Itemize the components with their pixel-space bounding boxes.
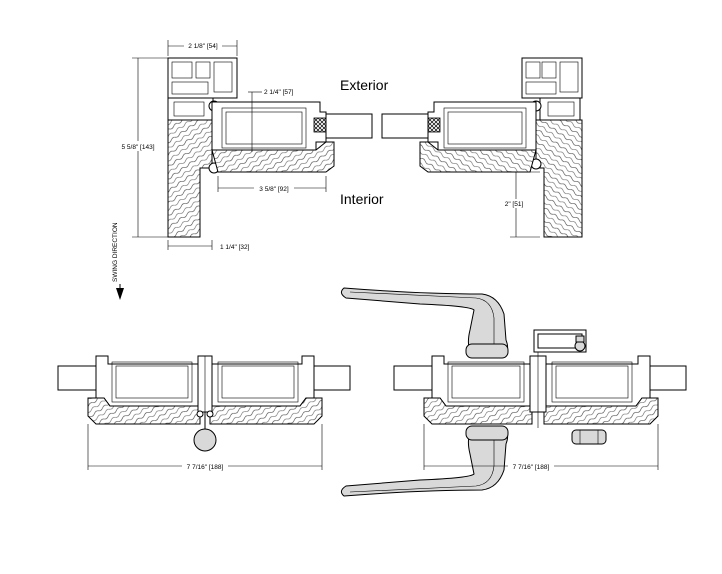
wood-jamb — [167, 119, 213, 238]
dim-glass-offset: 2 1/4" [57] — [264, 89, 294, 96]
dim-jamb-width: 1 1/4" [32] — [220, 244, 250, 251]
glazing-seal — [313, 117, 327, 133]
dim-sill-height: 2" [51] — [505, 201, 524, 208]
interior-label: Interior — [340, 191, 384, 207]
glass-pane — [325, 113, 373, 139]
door-knob-icon — [193, 428, 217, 452]
dim-right-overall: 7 7/16" [188] — [513, 464, 550, 471]
frame-jamb — [167, 97, 214, 121]
dim-left-overall: 7 7/16" [188] — [187, 464, 224, 471]
left-jamb-section — [167, 57, 373, 238]
sash-wood — [211, 141, 335, 173]
left-lock-section: 7 7/16" [188] — [57, 355, 351, 471]
dim-sash-width: 3 5/8" [92] — [259, 186, 289, 193]
right-lock-section: 7 7/16" [188] — [340, 287, 687, 497]
sash-stile — [211, 101, 327, 153]
swing-direction: SWING DIRECTION — [112, 222, 124, 300]
dim-frame-height: 5 5/8" [143] — [121, 144, 154, 151]
top-dimensions: 2 1/8" [54] 2 1/4" [57] 5 5/8" [143] 3 5… — [116, 40, 540, 251]
interior-turn-piece-icon — [571, 429, 607, 445]
exterior-label: Exterior — [340, 77, 389, 93]
swing-arrow-icon — [116, 288, 124, 300]
right-jamb-section — [381, 57, 583, 238]
swing-direction-label: SWING DIRECTION — [112, 222, 119, 282]
dim-frame-depth: 2 1/8" [54] — [188, 43, 218, 50]
